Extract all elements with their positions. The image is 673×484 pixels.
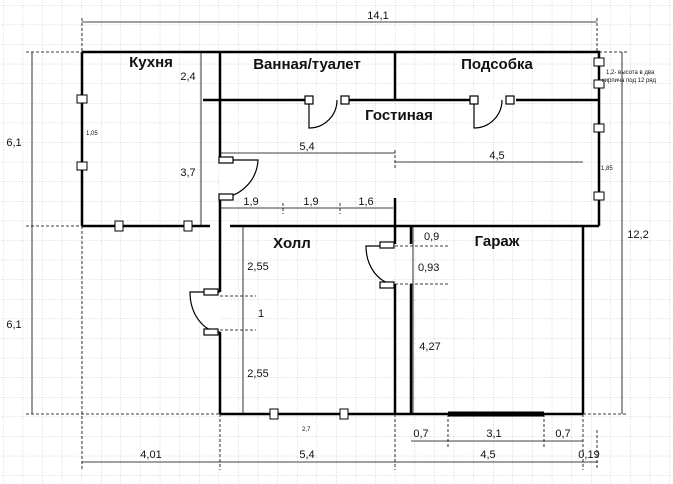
dim-bottom-edge: 0,19 xyxy=(578,449,599,461)
dimension-lines xyxy=(26,18,628,470)
dim-overall-height: 12,2 xyxy=(627,229,648,241)
windows xyxy=(76,57,605,420)
dim-living-width-left: 5,4 xyxy=(299,141,314,153)
note-line-2: кирпича под 12 ряд xyxy=(602,78,657,84)
dim-garage-top: 0,9 xyxy=(424,231,439,243)
dim-window-kitchen: 1,05 xyxy=(86,131,98,137)
dim-bath-height: 2,4 xyxy=(180,71,195,83)
dim-bottom-mid: 5,4 xyxy=(299,449,314,461)
dim-seg-2: 1,9 xyxy=(303,196,318,208)
door-utility xyxy=(473,99,503,129)
dim-hall-upper: 2,55 xyxy=(247,261,268,273)
door-bathroom xyxy=(308,99,338,129)
dim-seg-1: 1,9 xyxy=(243,196,258,208)
dim-hall-lower: 2,55 xyxy=(247,368,268,380)
room-bathroom: Ванная/туалет xyxy=(253,56,361,73)
dim-gate-left: 0,7 xyxy=(413,428,428,440)
dim-gate-mid: 3,1 xyxy=(486,428,501,440)
doors xyxy=(189,95,515,336)
room-hall: Холл xyxy=(273,235,311,252)
dim-left-bottom: 6,1 xyxy=(6,319,21,331)
dim-hall-door: 1 xyxy=(258,308,264,320)
room-living: Гостиная xyxy=(365,107,433,124)
dim-living-height: 3,7 xyxy=(180,167,195,179)
walls xyxy=(80,50,601,416)
room-utility: Подсобка xyxy=(461,56,533,73)
dim-window-bottom: 2,7 xyxy=(302,427,311,433)
dim-window-right: 1,85 xyxy=(601,166,613,172)
dim-living-width-right: 4,5 xyxy=(489,150,504,162)
room-kitchen: Кухня xyxy=(129,54,173,71)
dim-left-top: 6,1 xyxy=(6,137,21,149)
dim-overall-width: 14,1 xyxy=(367,10,388,22)
dim-gate-right: 0,7 xyxy=(555,428,570,440)
dim-garage-side: 4,27 xyxy=(419,341,440,353)
note-line-1: 1,2- высота в два xyxy=(606,70,655,76)
dim-garage-door: 0,93 xyxy=(418,262,439,274)
dim-bottom-right: 4,5 xyxy=(480,449,495,461)
dim-bottom-left: 4,01 xyxy=(140,449,161,461)
room-garage: Гараж xyxy=(475,233,520,250)
dim-seg-3: 1,6 xyxy=(358,196,373,208)
